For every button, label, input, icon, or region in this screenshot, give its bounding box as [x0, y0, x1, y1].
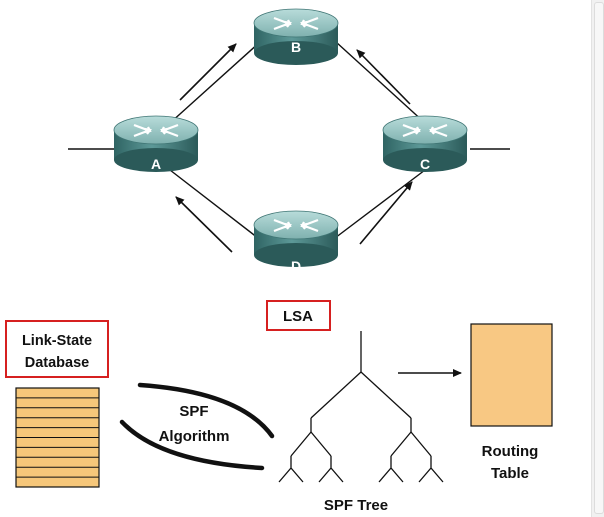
router-a: A: [113, 115, 199, 172]
router-arrows-icon: [133, 123, 179, 138]
spf-algorithm-arcs: [119, 382, 275, 471]
link-a-d: [169, 169, 259, 239]
router-label-d: D: [291, 258, 301, 274]
router-d: D: [253, 210, 339, 274]
spf-label-line1: SPF: [179, 403, 208, 420]
link-state-database-label-box: Link-State Database: [5, 320, 109, 378]
router-arrows-icon: [402, 123, 448, 138]
spf-tree-label: SPF Tree: [324, 497, 388, 514]
link-state-database-icon: [15, 387, 100, 488]
router-label-b: B: [291, 39, 301, 55]
spf-arc-lower: [119, 419, 265, 471]
router-label-a: A: [151, 156, 161, 172]
lsa-flood-arrows: [175, 43, 413, 253]
vertical-scrollbar[interactable]: [591, 0, 604, 517]
link-a-b: [169, 41, 261, 124]
arrow-a-to-b: [179, 43, 237, 101]
router-label-c: C: [420, 156, 430, 172]
router-arrows-icon: [273, 218, 319, 233]
router-c: C: [382, 115, 468, 172]
link-b-c: [335, 41, 426, 124]
router-arrows-icon: [273, 16, 319, 31]
routing-table-label-line1: Routing: [482, 443, 539, 460]
arrow-d-to-a: [175, 196, 233, 253]
routing-table-icon: [470, 323, 553, 427]
arrow-d-to-c: [359, 181, 413, 245]
lsa-label-box: LSA: [266, 300, 331, 331]
spf-arc-upper: [137, 382, 275, 439]
lsa-label: LSA: [283, 308, 313, 325]
spf-label-line2: Algorithm: [159, 428, 230, 445]
spf-tree-icon: [278, 331, 444, 483]
arrow-c-to-b: [356, 49, 411, 105]
link-c-d: [334, 169, 426, 239]
database-label-line1: Link-State: [22, 333, 92, 349]
scrollbar-thumb[interactable]: [594, 2, 604, 514]
database-label-line2: Database: [25, 355, 89, 371]
routing-table-label-line2: Table: [491, 465, 529, 482]
router-b: B: [253, 8, 339, 65]
